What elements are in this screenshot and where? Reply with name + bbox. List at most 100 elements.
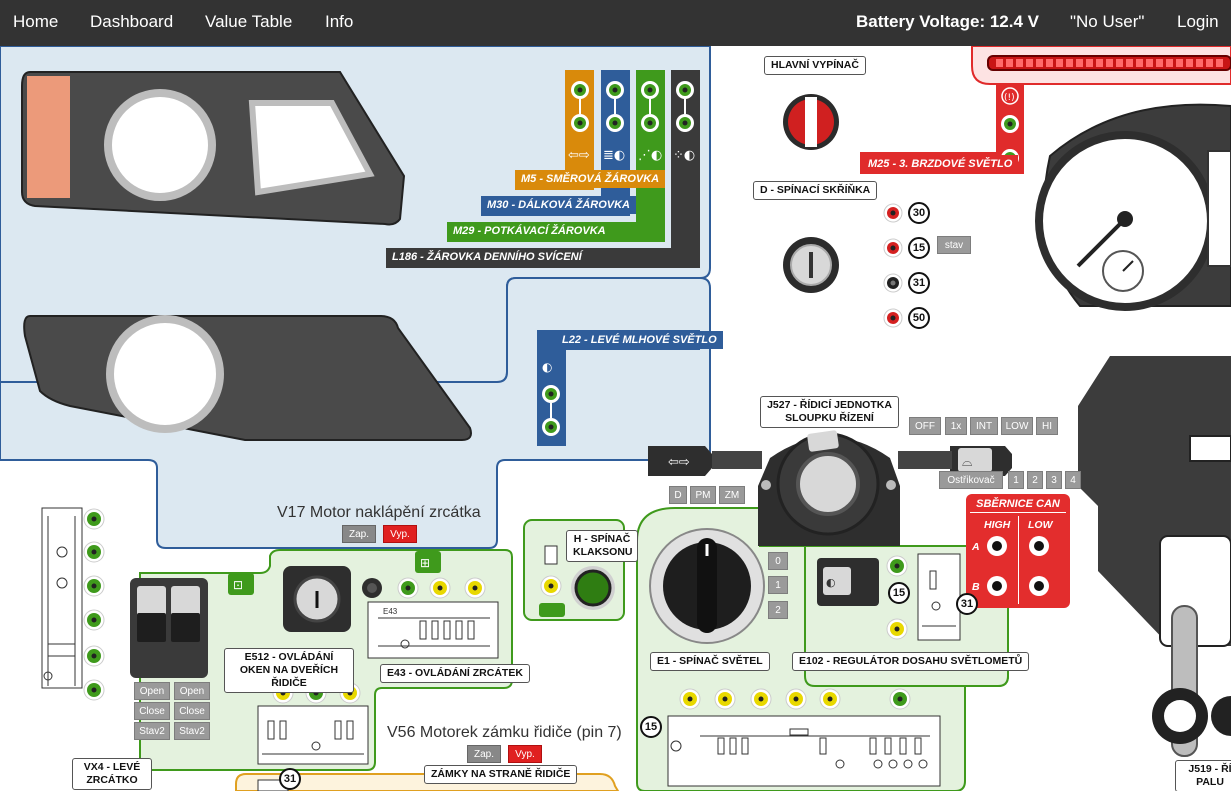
wiper-mode-1x[interactable]: 1x: [945, 417, 967, 435]
washer-level-2[interactable]: 2: [1027, 471, 1043, 489]
m29-label: M29 - POTKÁVACÍ ŽÁROVKA: [447, 222, 612, 240]
svg-text:⋰◐: ⋰◐: [638, 148, 662, 163]
wiring-board: ⇦⇨ ≣◐ ⋰◐ ⁘◐ ◐ (!): [0, 46, 1231, 791]
window-right-open[interactable]: Open: [174, 682, 210, 700]
l22-terminals: ◐: [542, 360, 560, 436]
m30-label: M30 - DÁLKOVÁ ŽÁROVKA: [481, 196, 637, 214]
mirror-motor-off-button[interactable]: Vyp.: [383, 525, 417, 543]
light-switch-pos-1[interactable]: 1: [768, 576, 788, 594]
nav-value-table-link[interactable]: Value Table: [205, 12, 293, 31]
terminal-30: 30: [908, 202, 930, 224]
washer-level-1[interactable]: 1: [1008, 471, 1024, 489]
washer-button[interactable]: Ostřikovač: [939, 471, 1003, 489]
e102-terminal-31: 31: [956, 593, 978, 615]
can-low-label: LOW: [1028, 519, 1053, 531]
light-mode-pm[interactable]: PM: [690, 486, 716, 504]
wiper-mode-low[interactable]: LOW: [1001, 417, 1033, 435]
window-right-stav2[interactable]: Stav2: [174, 722, 210, 740]
e43-schematic-tag: E43: [383, 607, 398, 616]
window-ctrl-label: E512 - OVLÁDÁNÍ OKEN NA DVEŘÍCH ŘIDIČE: [224, 648, 354, 693]
horn-button[interactable]: [574, 569, 612, 607]
can-b-high-jack[interactable]: [987, 576, 1007, 596]
horn-label: H - SPÍNAČ KLAKSONU: [566, 530, 638, 562]
svg-text:⌓: ⌓: [962, 455, 972, 470]
svg-text:◐: ◐: [826, 576, 836, 589]
indicator-stalk[interactable]: [648, 446, 712, 476]
nav-info-link[interactable]: Info: [325, 12, 354, 31]
svg-text:≣◐: ≣◐: [603, 148, 625, 163]
e1-terminals: [679, 688, 911, 710]
headlight-regulator-label: E102 - REGULÁTOR DOSAHU SVĚTLOMETŮ: [792, 652, 1030, 671]
wiper-mode-int[interactable]: INT: [970, 417, 998, 435]
light-mode-d[interactable]: D: [669, 486, 687, 504]
ignition-stav-button[interactable]: stav: [937, 236, 971, 254]
speedo-needle: [1076, 217, 1127, 268]
svg-text:⊞: ⊞: [420, 556, 430, 570]
window-left-open[interactable]: Open: [134, 682, 170, 700]
lock-motor-off-button[interactable]: Vyp.: [508, 745, 542, 763]
l22-label: L22 - LEVÉ MLHOVÉ SVĚTLO: [556, 331, 723, 349]
brake-light-leds: [996, 59, 1223, 67]
ignition-terminal-dots: [883, 203, 903, 328]
can-a-low-jack[interactable]: [1029, 536, 1049, 556]
locks-label: ZÁMKY NA STRANĚ ŘIDIČE: [424, 765, 578, 784]
indicator-lens: [27, 76, 70, 198]
m25-label: M25 - 3. BRZDOVÉ SVĚTLO: [862, 155, 1019, 173]
mirror-ctrl-label: E43 - OVLÁDÁNÍ ZRCÁTEK: [380, 664, 530, 683]
nav-dashboard-link[interactable]: Dashboard: [90, 12, 174, 31]
svg-text:◐: ◐: [542, 360, 552, 374]
e1-schematic: [667, 715, 941, 787]
mirror-left-label: VX4 - LEVÉ ZRCÁTKO: [72, 758, 152, 790]
cluster-display: [1207, 150, 1231, 267]
mirror-motor-title: V17 Motor naklápění zrcátka: [277, 504, 481, 521]
e43-schematic: [367, 601, 499, 659]
light-switch-label: E1 - SPÍNAČ SVĚTEL: [650, 652, 770, 671]
login-link[interactable]: Login: [1177, 12, 1219, 31]
wiper-mode-hi[interactable]: HI: [1036, 417, 1058, 435]
can-bus-title: SBĚRNICE CAN: [976, 498, 1060, 510]
column-unit-label: J527 - ŘÍDICÍ JEDNOTKA SLOUPKU ŘÍZENÍ: [760, 396, 899, 428]
m5-strip: [515, 70, 594, 190]
can-b-label: B: [972, 581, 980, 593]
vx4-terminals: [83, 508, 105, 701]
svg-text:⇦⇨: ⇦⇨: [668, 455, 690, 470]
lock-motor-title: V56 Motorek zámku řidiče (pin 7): [387, 724, 622, 741]
svg-text:⇦⇨: ⇦⇨: [568, 148, 590, 163]
svg-text:⁘◐: ⁘◐: [673, 148, 695, 163]
e102-schematic: [917, 553, 961, 641]
vx4-lines: [43, 516, 76, 686]
e102-terminal-15: 15: [888, 582, 910, 604]
can-b-low-jack[interactable]: [1029, 576, 1049, 596]
light-switch-pos-0[interactable]: 0: [768, 552, 788, 570]
top-navbar: Home Dashboard Value Table Info Battery …: [0, 0, 1231, 46]
headlamp-lens-square: [248, 100, 375, 196]
svg-text:(!): (!): [1004, 93, 1015, 103]
window-left-stav2[interactable]: Stav2: [134, 722, 170, 740]
m5-label: M5 - SMĚROVÁ ŽÁROVKA: [515, 170, 666, 188]
washer-level-3[interactable]: 3: [1046, 471, 1062, 489]
light-terminals: ⇦⇨ ≣◐ ⋰◐ ⁘◐: [568, 81, 695, 163]
headlamp-lens-round: [104, 89, 216, 201]
window-right-close[interactable]: Close: [174, 702, 210, 720]
can-a-high-jack[interactable]: [987, 536, 1007, 556]
lock-motor-on-button[interactable]: Zap.: [467, 745, 501, 763]
j519-label: J519 - ŘÍ PALU: [1175, 760, 1231, 791]
nav-home-link[interactable]: Home: [13, 12, 59, 31]
light-mode-zm[interactable]: ZM: [719, 486, 745, 504]
terminal-15: 15: [908, 237, 930, 259]
mirror-icon: [415, 551, 441, 573]
washer-level-4[interactable]: 4: [1065, 471, 1081, 489]
l186-label: L186 - ŽÁROVKA DENNÍHO SVÍCENÍ: [386, 248, 588, 266]
can-high-label: HIGH: [984, 519, 1011, 531]
terminal-31: 31: [908, 272, 930, 294]
window-left-close[interactable]: Close: [134, 702, 170, 720]
wiper-mode-off[interactable]: OFF: [909, 417, 941, 435]
mirror-ctrl-terminals: [397, 577, 486, 599]
can-a-label: A: [972, 541, 980, 553]
light-switch-pos-2[interactable]: 2: [768, 601, 788, 619]
foglamp-lens: [106, 315, 224, 433]
steering-column-hub: [796, 452, 860, 516]
can-bus-panel: SBĚRNICE CAN HIGH LOW A B: [966, 494, 1070, 608]
e512-terminal-31: 31: [279, 768, 301, 790]
mirror-motor-on-button[interactable]: Zap.: [342, 525, 376, 543]
